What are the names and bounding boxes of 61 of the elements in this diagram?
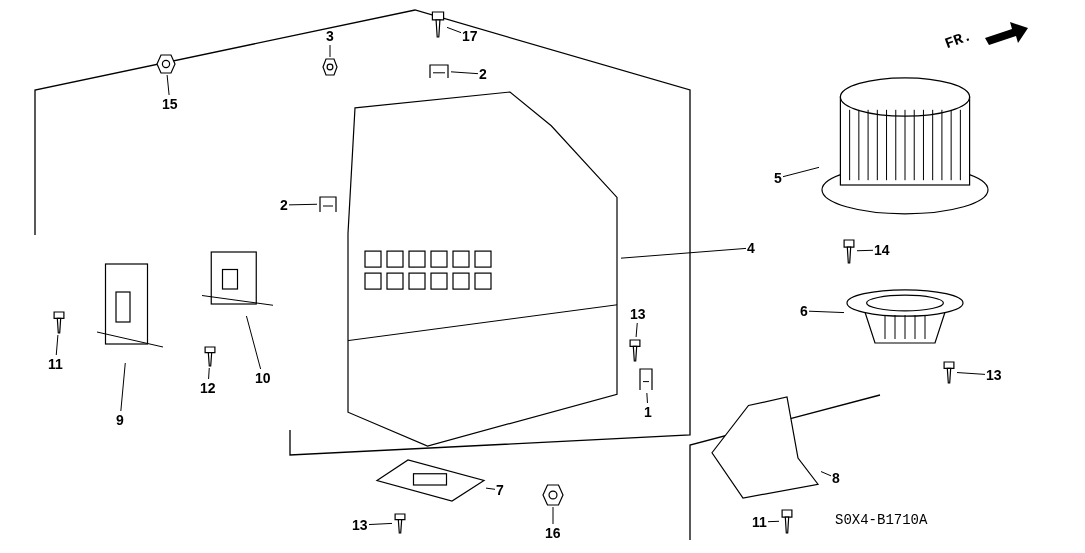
- clip-icon: [318, 194, 338, 214]
- screw-icon: [52, 310, 66, 334]
- callout-number: 17: [462, 28, 478, 44]
- leader-line: [446, 26, 462, 34]
- callout-number: 10: [255, 370, 271, 386]
- leader-line: [635, 322, 638, 338]
- leader-line: [288, 203, 318, 206]
- leader-line: [120, 362, 126, 412]
- callout-number: 2: [280, 197, 288, 213]
- callout-number: 1: [644, 404, 652, 420]
- leader-line: [820, 471, 832, 477]
- direction-label: FR.: [942, 27, 975, 54]
- clip-icon: [638, 366, 654, 392]
- leader-line: [55, 334, 59, 356]
- duct-drawing: [710, 395, 820, 500]
- leader-line: [208, 367, 210, 380]
- clip-icon: [428, 62, 450, 80]
- screw-icon: [942, 360, 956, 384]
- diagram-code: S0X4-B1710A: [835, 512, 928, 528]
- callout-number: 4: [747, 240, 755, 256]
- leader-line: [808, 310, 845, 314]
- leader-line: [856, 249, 874, 252]
- leader-line: [368, 522, 393, 526]
- callout-number: 11: [48, 356, 63, 372]
- callout-number: 11: [752, 514, 767, 530]
- leader-line: [620, 247, 747, 259]
- leader-line: [767, 520, 780, 523]
- leader-line: [485, 487, 496, 490]
- leader-line: [782, 166, 820, 178]
- callout-number: 15: [162, 96, 178, 112]
- callout-number: 6: [800, 303, 808, 319]
- callout-number: 5: [774, 170, 782, 186]
- callout-number: 13: [986, 367, 1002, 383]
- screw-icon: [780, 508, 794, 534]
- resistor-drawing: [375, 458, 485, 503]
- bolt-icon: [430, 10, 446, 38]
- leader-line: [245, 315, 262, 370]
- leader-line: [552, 506, 554, 525]
- callout-number: 8: [832, 470, 840, 486]
- callout-number: 12: [200, 380, 216, 396]
- leader-line: [166, 74, 170, 96]
- callout-number: 16: [545, 525, 561, 541]
- callout-number: 13: [630, 306, 646, 322]
- leader-line: [956, 372, 986, 375]
- callout-number: 9: [116, 412, 124, 428]
- callout-number: 7: [496, 482, 504, 498]
- nut-icon: [322, 58, 338, 76]
- heater-unit-drawing: [345, 90, 620, 448]
- callout-number: 2: [479, 66, 487, 82]
- callout-number: 13: [352, 517, 368, 533]
- callout-number: 3: [326, 28, 334, 44]
- nut-icon: [156, 54, 176, 74]
- nut-icon: [542, 484, 564, 506]
- screw-icon: [393, 512, 407, 534]
- callout-number: 14: [874, 242, 890, 258]
- screw-icon: [628, 338, 642, 362]
- leader-line: [329, 44, 331, 58]
- leader-line: [450, 71, 479, 75]
- screw-icon: [203, 345, 217, 367]
- leader-line: [646, 392, 648, 404]
- screw-icon: [842, 238, 856, 264]
